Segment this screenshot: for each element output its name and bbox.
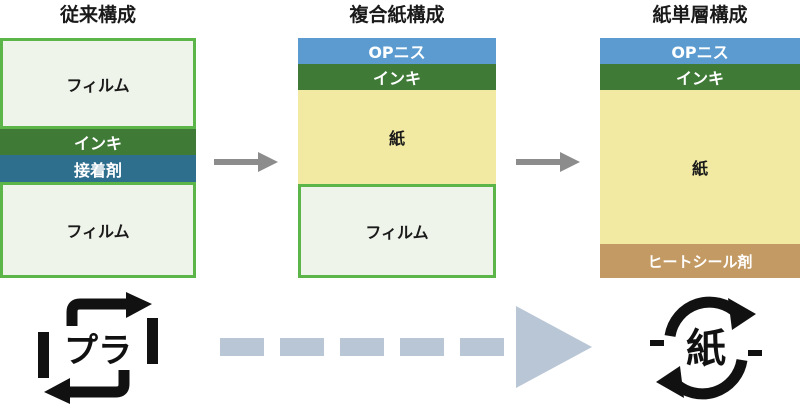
right-arrow-icon	[214, 152, 278, 172]
ink-layer: インキ	[600, 64, 800, 90]
ink-layer: インキ	[298, 64, 496, 90]
paper-layer: 紙	[600, 90, 800, 244]
op-varnish-layer: OPニス	[298, 38, 496, 64]
paper-layer: 紙	[298, 90, 496, 184]
right-arrow-icon	[516, 152, 580, 172]
film-layer-top: フィルム	[0, 38, 196, 129]
single-paper-stack: OPニス インキ 紙 ヒートシール剤	[600, 38, 800, 278]
film-layer: フィルム	[298, 184, 496, 278]
film-layer-bottom: フィルム	[0, 182, 196, 278]
paper-mark-text: 紙	[686, 327, 726, 371]
conventional-stack: フィルム インキ 接着剤 フィルム	[0, 38, 196, 278]
op-varnish-layer: OPニス	[600, 38, 800, 64]
adhesive-layer: 接着剤	[0, 155, 196, 182]
column-title-composite-paper: 複合紙構成	[349, 4, 445, 26]
composite-paper-stack: OPニス インキ 紙 フィルム	[298, 38, 496, 278]
plastic-mark-text: プラ	[64, 332, 132, 370]
dashed-big-arrow-icon	[220, 306, 592, 388]
plastic-recycle-mark-icon: プラ	[38, 292, 158, 404]
ink-layer: インキ	[0, 129, 196, 155]
heat-seal-layer: ヒートシール剤	[600, 244, 800, 278]
column-title-conventional: 従来構成	[59, 4, 136, 26]
column-title-single-paper: 紙単層構成	[652, 4, 748, 26]
paper-recycle-mark-icon: 紙	[650, 296, 762, 400]
